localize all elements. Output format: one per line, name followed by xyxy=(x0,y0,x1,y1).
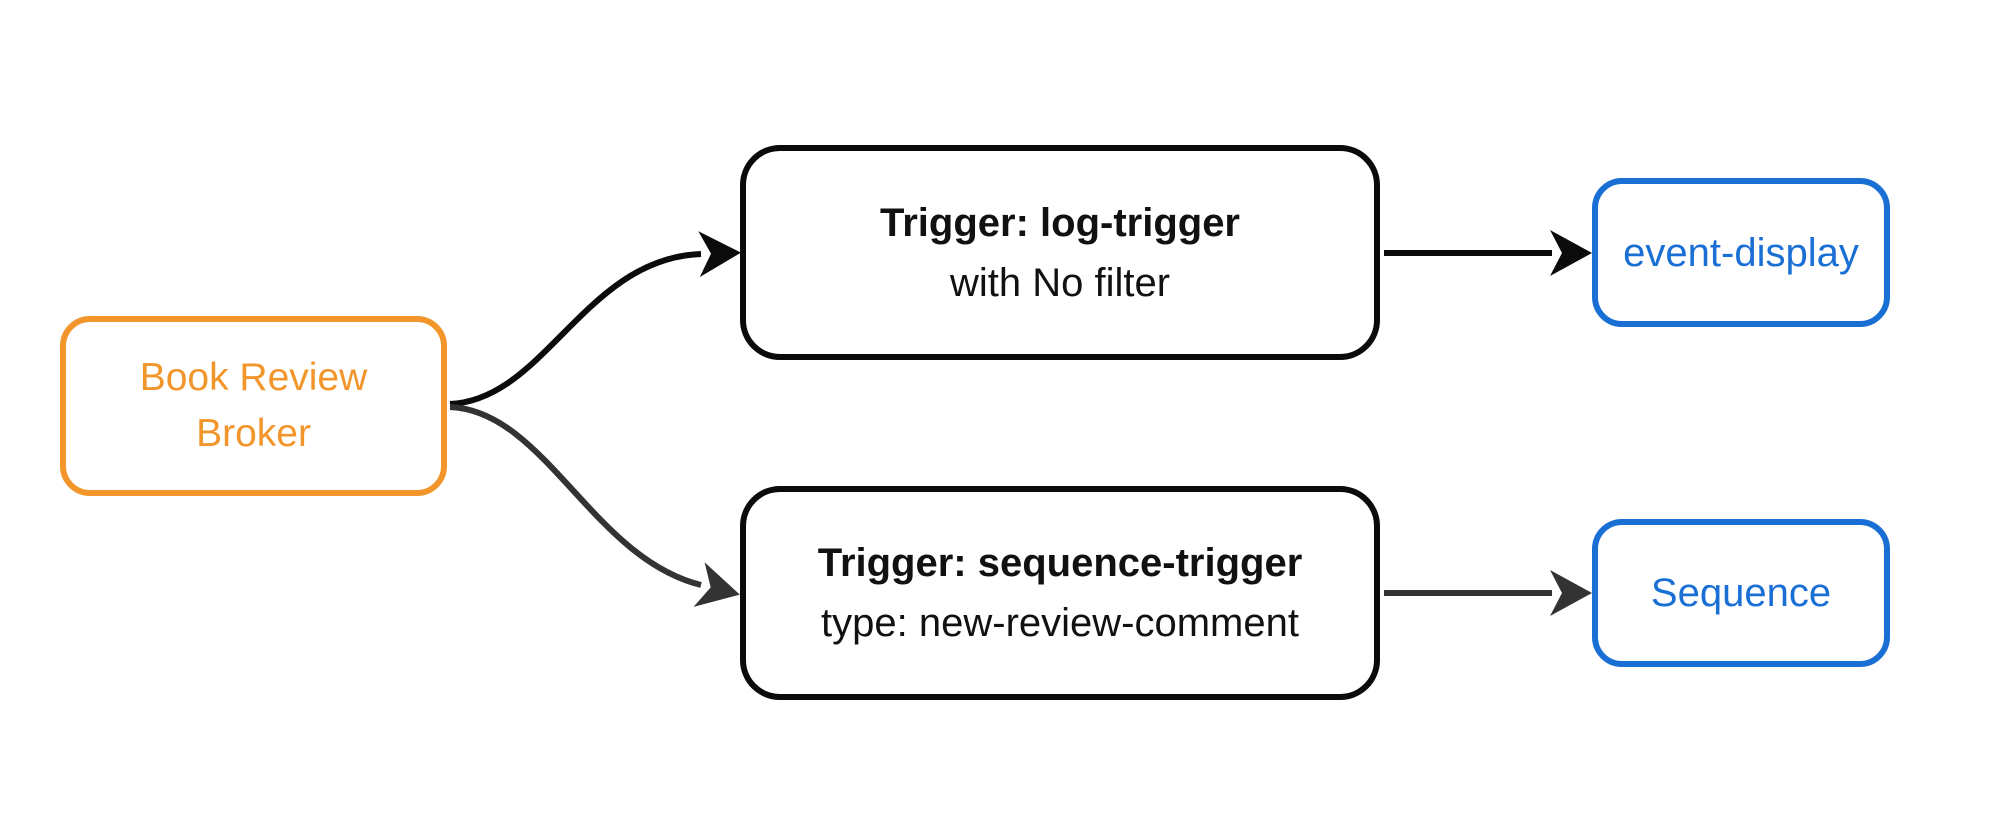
node-sequence-trigger: Trigger: sequence-trigger type: new-revi… xyxy=(740,486,1380,700)
node-sequence: Sequence xyxy=(1592,519,1890,667)
node-event-display: event-display xyxy=(1592,178,1890,327)
node-book-review-broker: Book Review Broker xyxy=(60,316,447,496)
node-label-line: Book Review xyxy=(139,356,368,399)
node-label-line: event-display xyxy=(1623,230,1859,275)
edge-broker-to-log-trigger xyxy=(449,231,741,407)
node-log-trigger: Trigger: log-trigger with No filter xyxy=(740,145,1380,360)
node-label-line: Trigger: sequence-trigger xyxy=(817,541,1303,585)
node-label-line: Broker xyxy=(196,412,311,455)
node-label-line: Trigger: log-trigger xyxy=(880,200,1240,245)
node-label-line: with No filter xyxy=(949,260,1171,305)
edge-broker-to-sequence-trigger xyxy=(449,404,740,607)
node-label-line: Sequence xyxy=(1650,571,1832,615)
node-label-line: type: new-review-comment xyxy=(821,601,1299,645)
